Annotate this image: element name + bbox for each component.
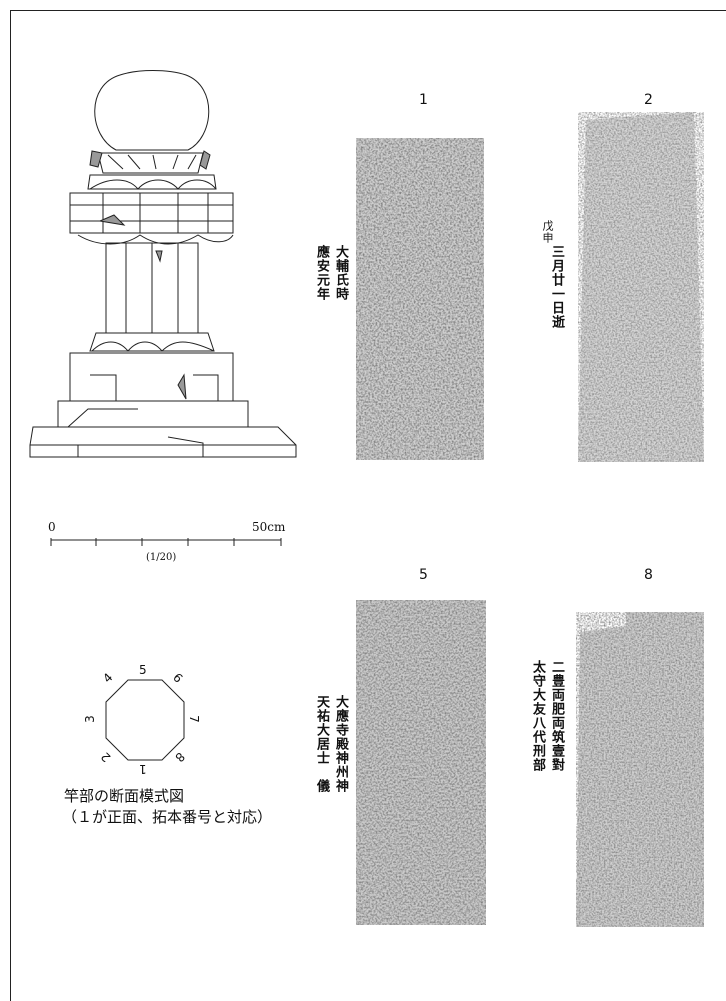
octagon-label-1: 1 — [139, 762, 147, 776]
rubbing-image-2 — [578, 112, 704, 462]
scale-ratio: (1/20) — [146, 552, 177, 563]
rubbing-number-5: 5 — [419, 567, 428, 583]
rubbing-number-2: 2 — [644, 92, 653, 108]
rubbing-image-5 — [356, 600, 486, 925]
scale-start-label: 0 — [48, 520, 56, 534]
scale-bar — [50, 538, 282, 546]
transcription-2-era-note: 戊申 — [541, 220, 554, 244]
octagon-label-3: 3 — [82, 715, 97, 723]
rubbing-number-1: 1 — [419, 92, 428, 108]
transcription-5-col-1: 大應寺殿神州神 — [333, 695, 348, 793]
diagram-caption-title: 竿部の断面模式図 — [64, 787, 185, 805]
rubbing-image-8 — [576, 612, 704, 927]
transcription-2-col-1: 三月廿一日逝 — [549, 245, 564, 329]
pagoda-drawing — [29, 70, 297, 458]
octagon-label-7: 7 — [186, 715, 201, 723]
scale-end-label: 50cm — [252, 520, 286, 534]
transcription-8-col-2: 太守大友八代刑部 — [530, 660, 545, 772]
transcription-1-col-1: 大輔氏時 — [333, 245, 348, 301]
transcription-8-col-1: 二豊両肥両筑壹對 — [549, 660, 564, 772]
rubbing-image-1 — [356, 138, 484, 460]
transcription-5-col-2: 天祐大居士 儀 — [314, 695, 329, 793]
octagon-diagram — [105, 679, 185, 761]
page-frame — [10, 10, 726, 1001]
octagon-label-5: 5 — [139, 663, 147, 677]
transcription-1-col-2: 應安元年 — [314, 245, 329, 301]
diagram-caption-note: （１が正面、拓本番号と対応） — [62, 808, 273, 826]
rubbing-number-8: 8 — [644, 567, 653, 583]
